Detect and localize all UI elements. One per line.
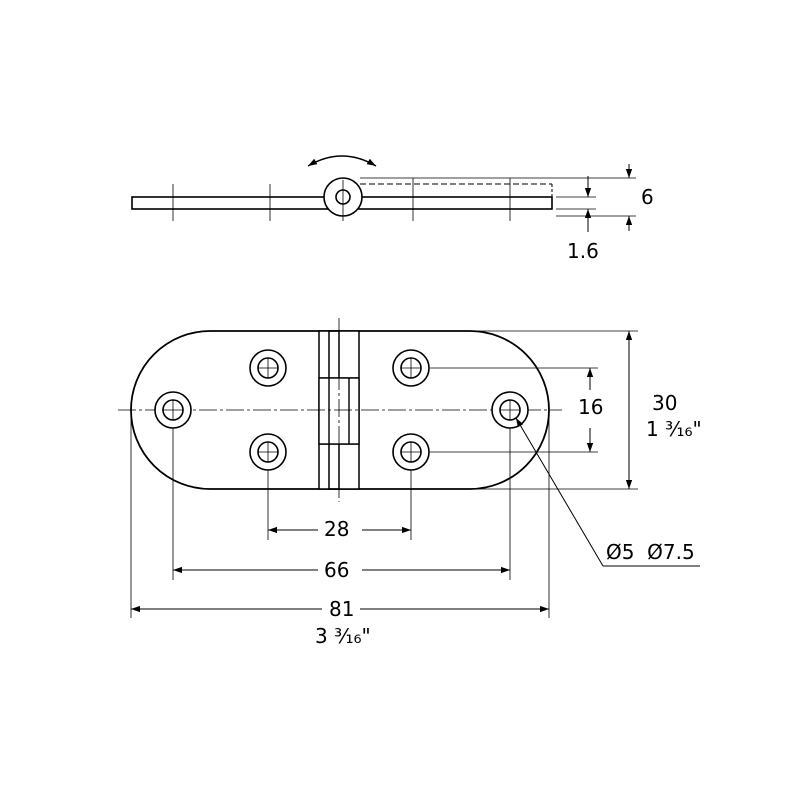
right-leaf-side [349, 196, 553, 210]
hole-diameter-callout: Ø5 Ø7.5 [606, 540, 695, 564]
dimension-thickness-total: 6 [641, 185, 654, 209]
dimension-vertical-hole-spacing: 16 [578, 395, 603, 419]
side-view: 6 1.6 [131, 155, 654, 263]
dimension-outer-hole-spacing: 66 [324, 558, 349, 582]
dimension-overall-length-in: 3 ³⁄₁₆" [315, 624, 371, 648]
dimension-overall-length-mm: 81 [329, 597, 354, 621]
rotation-arrow-icon [307, 155, 377, 167]
dimension-height-in: 1 ³⁄₁₆" [646, 417, 702, 441]
dimension-leaf-thickness: 1.6 [567, 239, 599, 263]
left-leaf-side [131, 196, 329, 210]
dimension-height-mm: 30 [652, 391, 677, 415]
dimension-inner-hole-spacing: 28 [324, 517, 349, 541]
top-view: 30 1 ³⁄₁₆" 16 28 66 81 3 ³⁄₁₆" Ø5 Ø7.5 [118, 318, 702, 648]
